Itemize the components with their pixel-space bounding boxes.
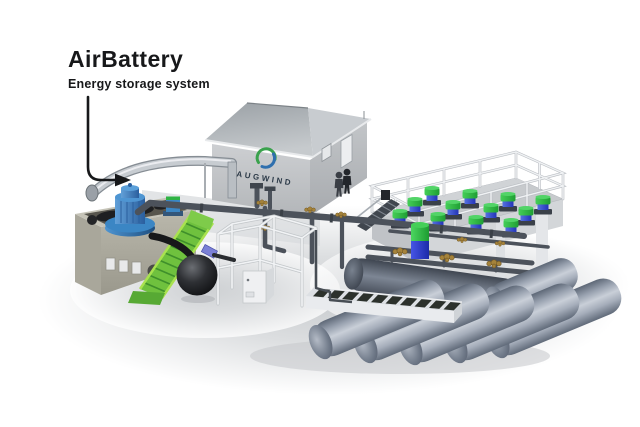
green-conveyor — [128, 210, 215, 305]
annotation-title: AirBattery — [68, 46, 184, 72]
silver-supply-pipe — [85, 155, 237, 202]
pipe-flange — [85, 184, 99, 202]
distribution-manifold — [365, 244, 535, 276]
augwind-logo-icon — [255, 147, 277, 169]
building-roof-hip — [308, 108, 371, 157]
sphere-body — [176, 254, 218, 296]
separator-vessel — [411, 222, 429, 259]
arrowhead — [115, 173, 131, 187]
building-right-wall — [310, 122, 367, 216]
air-sphere — [148, 232, 236, 303]
small-bore-pipe — [314, 230, 353, 304]
building-window — [321, 142, 332, 163]
skid-frame — [216, 214, 318, 308]
control-cabinet — [242, 267, 274, 304]
annotation-subtitle: Energy storage system — [68, 77, 210, 91]
annotation-arrow — [86, 95, 131, 187]
building-door — [340, 133, 353, 169]
vent-grate-box — [306, 286, 463, 323]
support-column — [536, 203, 548, 266]
